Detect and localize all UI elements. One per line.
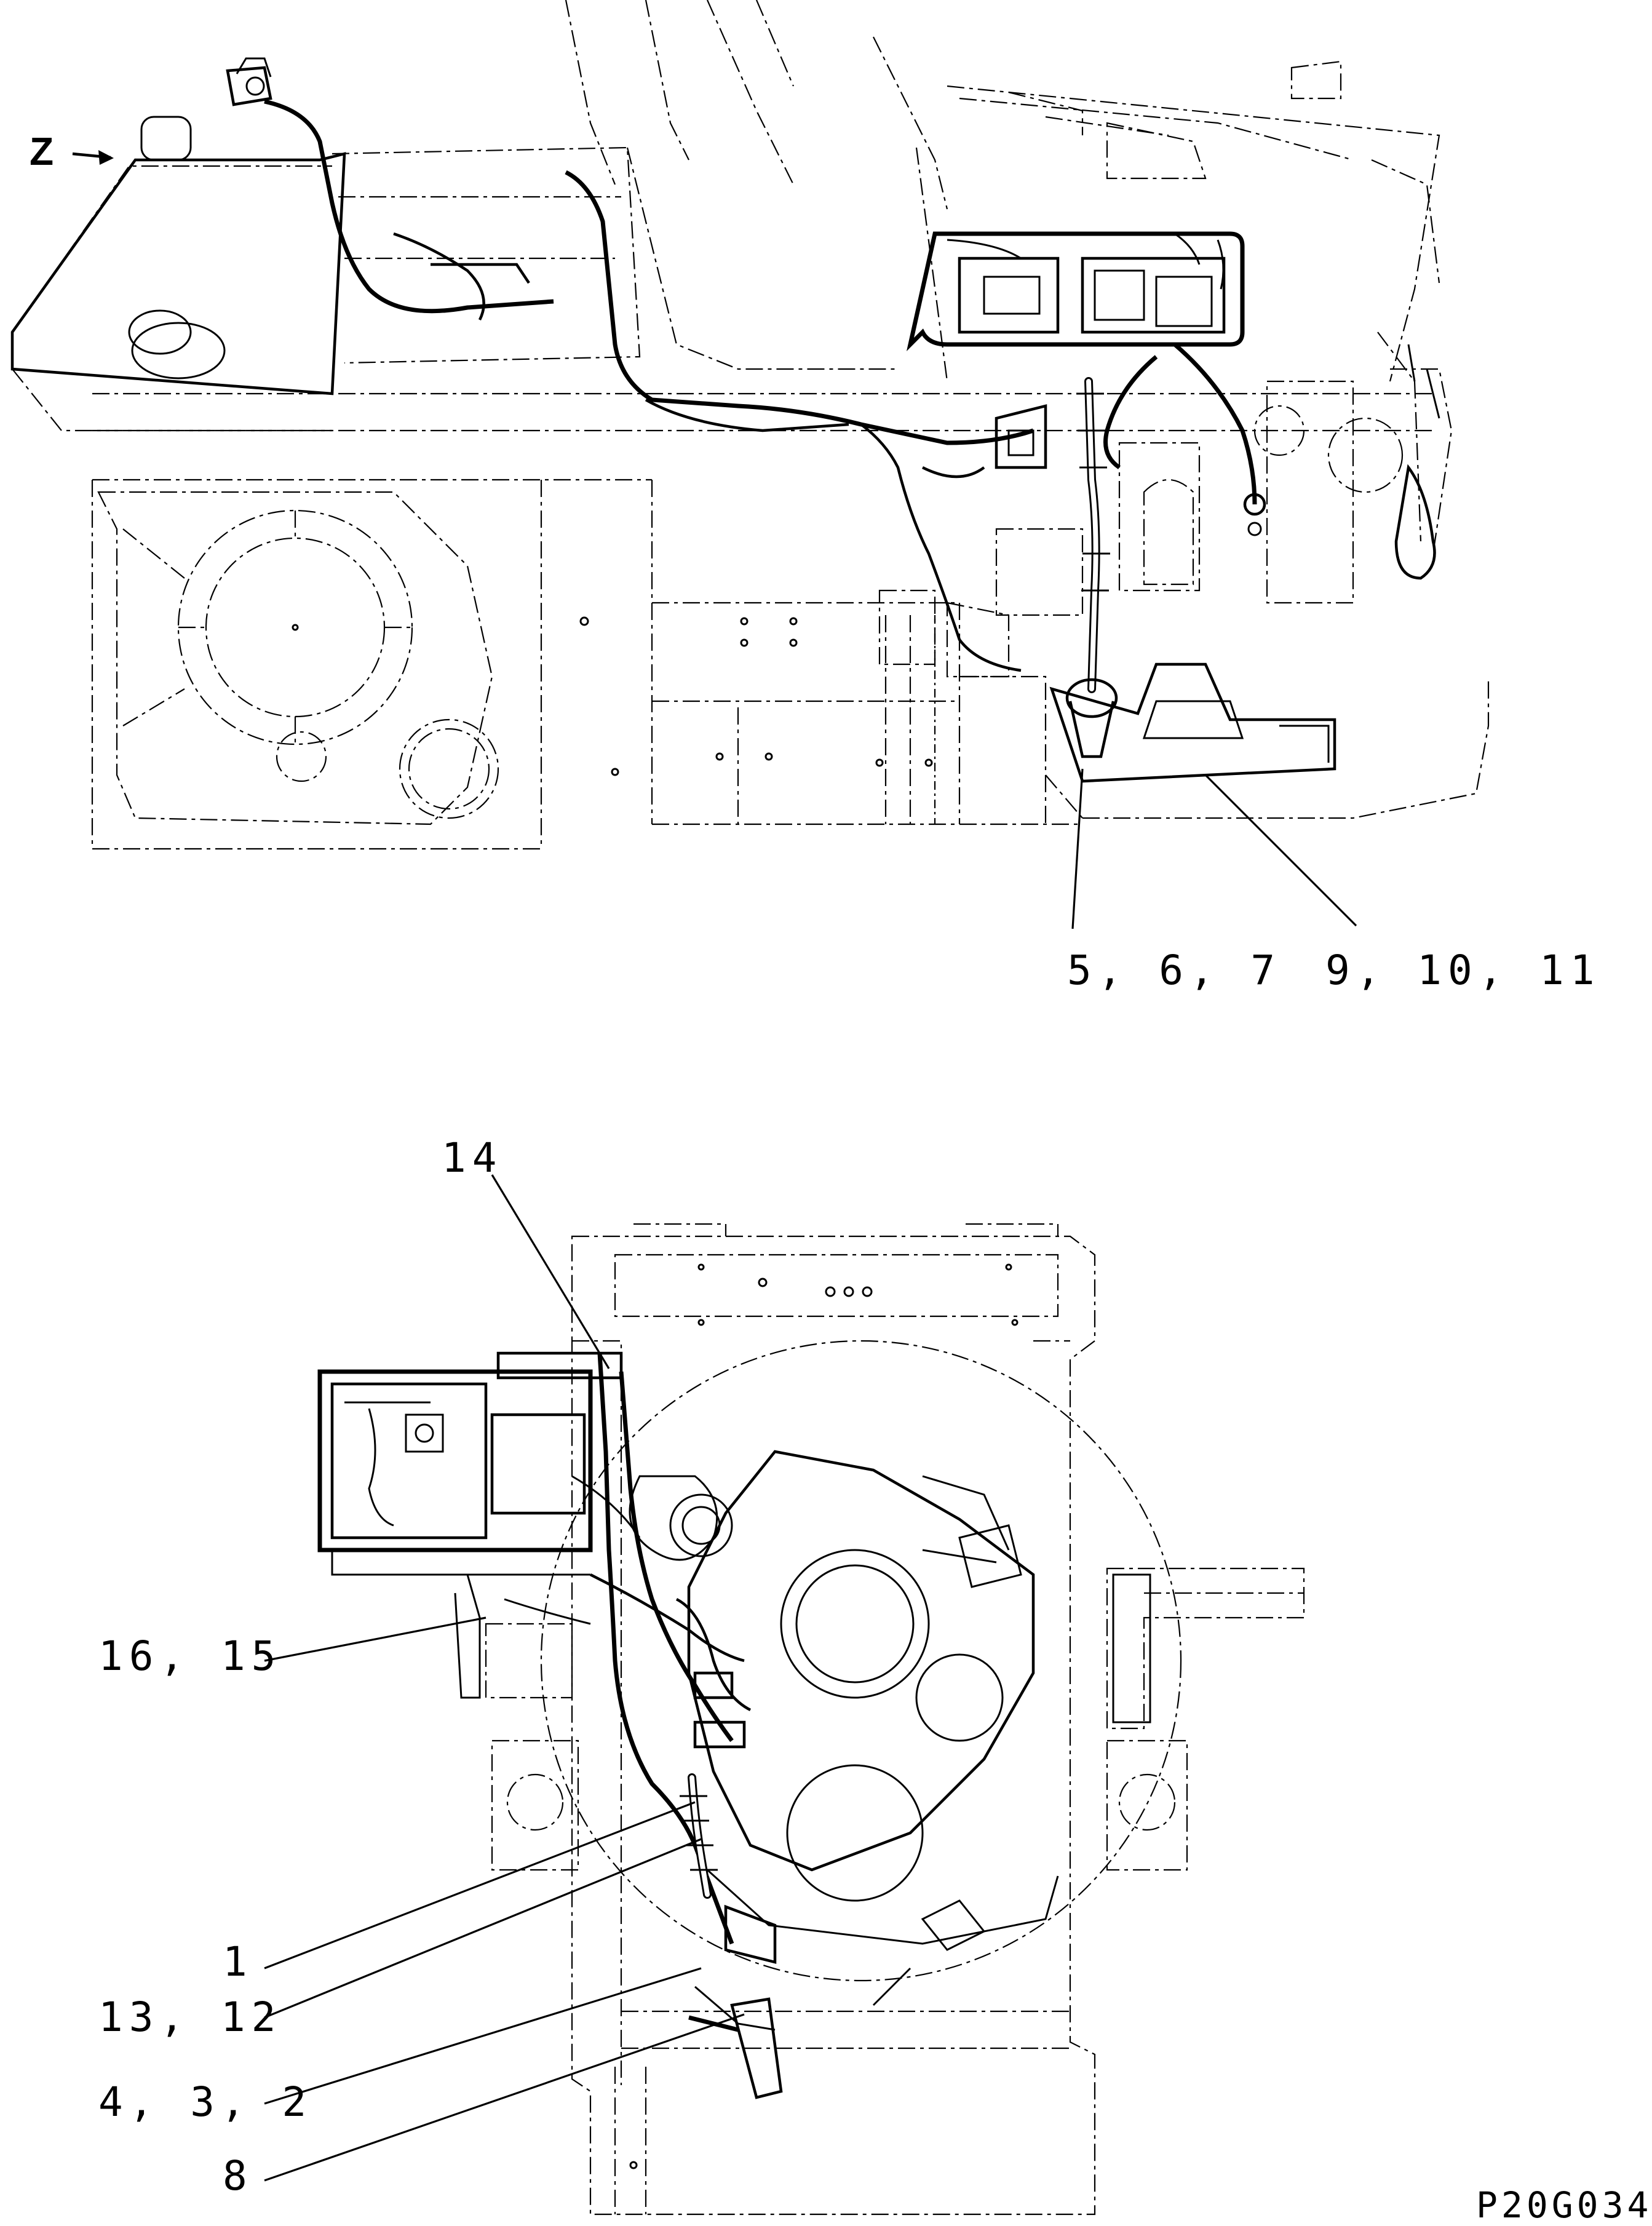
top-view: 14 16, 15 1 13, 12 4, 3, 2 8 xyxy=(98,1134,1305,2216)
leaders-upper xyxy=(1071,768,1357,929)
breather-hose-top xyxy=(680,1773,718,1899)
callout-14: 14 xyxy=(442,1134,502,1182)
drawing-code: P20G034 xyxy=(1476,2184,1652,2226)
side-modules xyxy=(485,1567,1305,1871)
frame-top xyxy=(571,1223,1096,2216)
callout-4-3-2: 4, 3, 2 xyxy=(98,2078,312,2126)
bracket-8 xyxy=(688,1986,783,2099)
frame-side xyxy=(91,392,1490,850)
callout-5-6-7: 5, 6, 7 xyxy=(1067,947,1281,994)
side-view: Z xyxy=(10,0,1601,994)
callout-9-10-11: 9, 10, 11 xyxy=(1325,947,1601,994)
leaders-lower xyxy=(264,1174,745,2182)
harness-upper xyxy=(264,99,1266,672)
top-connector xyxy=(226,57,272,106)
callout-16-15: 16, 15 xyxy=(98,1632,282,1680)
callout-8: 8 xyxy=(223,2152,253,2200)
callout-13-12: 13, 12 xyxy=(98,1993,282,2041)
engine-top xyxy=(629,1450,1059,2006)
bracket-cover xyxy=(1049,662,1336,783)
control-box-top xyxy=(317,1351,623,1699)
final-drive xyxy=(97,491,499,825)
fuel-tank xyxy=(10,116,346,432)
control-box-upper xyxy=(906,231,1245,351)
callout-1: 1 xyxy=(223,1938,253,1986)
engine-side xyxy=(878,332,1440,678)
view-z-marker: Z xyxy=(30,129,114,173)
harness-lower xyxy=(504,1353,777,1964)
cab-structure xyxy=(332,0,1453,554)
fasteners-upper xyxy=(579,616,933,776)
fasteners-lower xyxy=(629,1263,1019,2169)
drive-ring xyxy=(540,1340,1182,1982)
view-z-label: Z xyxy=(30,129,54,173)
